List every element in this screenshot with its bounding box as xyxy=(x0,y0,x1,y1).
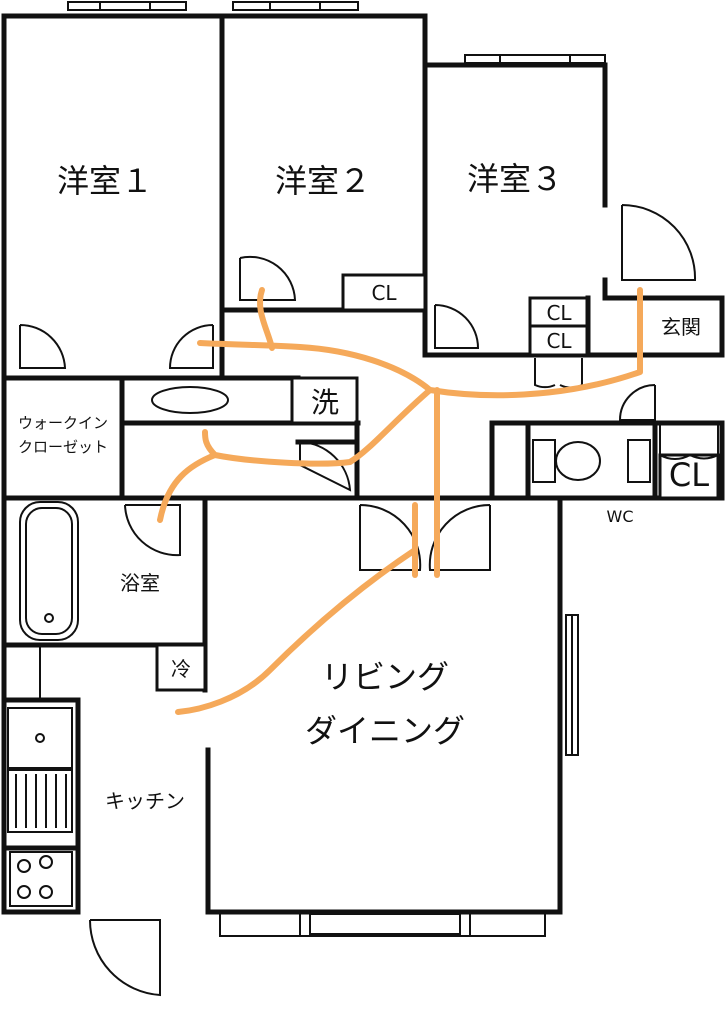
label-bedroom1: 洋室１ xyxy=(57,162,153,200)
label-kitchen: キッチン xyxy=(105,789,185,813)
toilet-fixture xyxy=(532,439,651,483)
label-entrance: 玄関 xyxy=(661,315,701,339)
walls xyxy=(1,13,725,915)
window-top-2 xyxy=(232,1,359,11)
label-closet-toilet: CL xyxy=(669,456,709,494)
label-living: リビング xyxy=(321,658,449,696)
window-top-1 xyxy=(67,1,187,11)
label-dining: ダイニング xyxy=(305,712,465,750)
label-washroom: 洗 xyxy=(311,386,339,419)
bathtub xyxy=(19,501,79,641)
window-bottom xyxy=(219,911,546,937)
window-top-3 xyxy=(464,54,606,64)
label-closet-entry-upper: CL xyxy=(546,301,572,325)
window-right xyxy=(565,614,579,756)
label-bathroom: 浴室 xyxy=(120,571,160,595)
stove xyxy=(9,851,73,907)
label-bedroom3: 洋室３ xyxy=(467,160,563,198)
wash-basin xyxy=(151,386,229,414)
movement-route xyxy=(157,287,643,715)
label-walk-in-closet-2: クローゼット xyxy=(18,438,108,456)
label-bedroom2: 洋室２ xyxy=(275,162,371,200)
label-closet-bedroom2: CL xyxy=(371,281,397,305)
label-toilet: WC xyxy=(607,507,634,526)
doors xyxy=(19,204,719,997)
label-closet-entry-lower: CL xyxy=(546,329,572,353)
label-walk-in-closet-1: ウォークイン xyxy=(18,414,108,432)
label-fridge: 冷 xyxy=(171,657,191,681)
kitchen-sink xyxy=(7,707,73,833)
